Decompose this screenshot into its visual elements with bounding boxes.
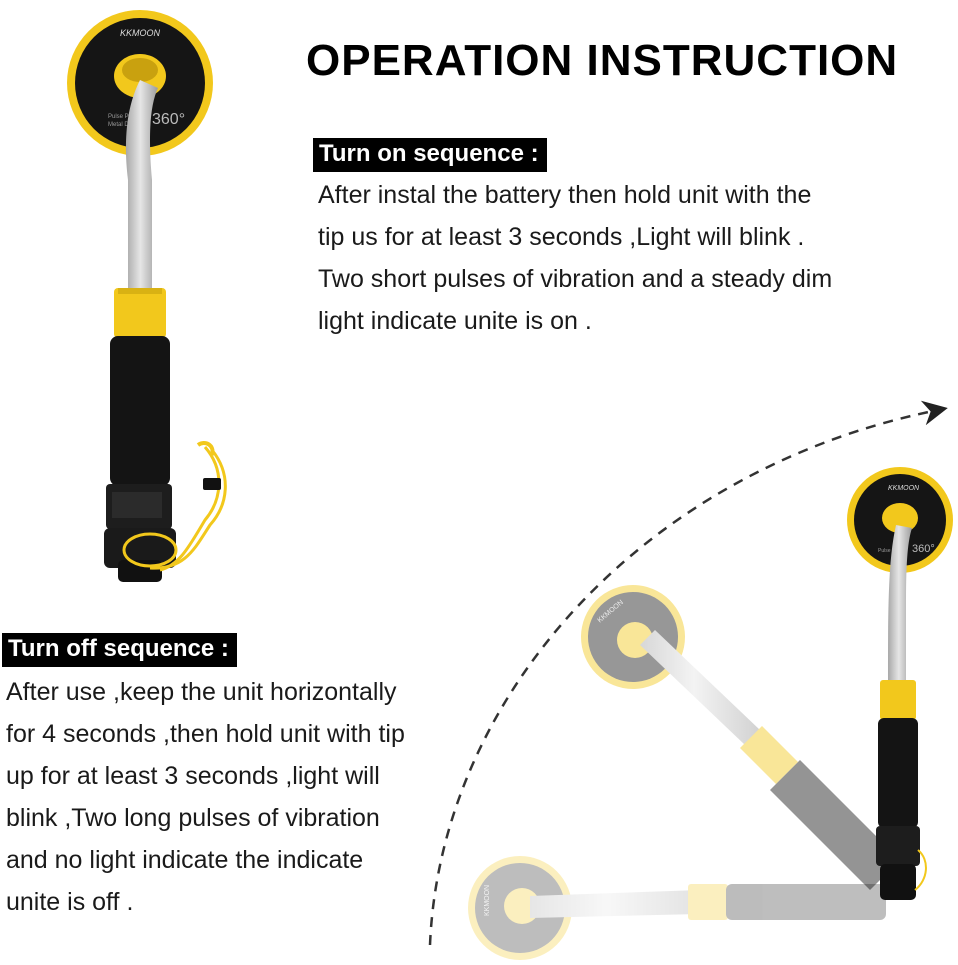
turn-off-line: for 4 seconds ,then hold unit with tip	[6, 720, 405, 748]
turn-off-line: After use ,keep the unit horizontally	[6, 678, 397, 706]
turn-off-label: Turn off sequence :	[2, 633, 237, 667]
turn-off-line: and no light indicate the indicate	[6, 846, 364, 874]
brand-text: KKMOON	[120, 28, 161, 38]
svg-text:Pulse Pi: Pulse Pi	[108, 114, 130, 120]
turn-off-line: unite is off .	[6, 888, 134, 916]
turn-on-line: tip us for at least 3 seconds ,Light wil…	[318, 223, 805, 251]
turn-off-instructions: After use ,keep the unit horizontally fo…	[6, 671, 405, 923]
page-title: OPERATION INSTRUCTION	[306, 36, 899, 85]
turn-on-line: After instal the battery then hold unit …	[318, 181, 812, 209]
svg-text:360°: 360°	[152, 111, 185, 128]
turn-on-line: light indicate unite is on .	[318, 307, 592, 335]
turn-off-line: blink ,Two long pulses of vibration	[6, 804, 380, 832]
detector-upright: KKMOON Pulse Pi 360°	[847, 467, 953, 900]
detector-diagonal-faded: KKMOON	[581, 585, 900, 890]
detector-main: KKMOON Pulse Pi Metal D 360°	[67, 10, 227, 582]
turn-on-label: Turn on sequence :	[313, 138, 547, 172]
svg-text:Pulse Pi: Pulse Pi	[878, 548, 896, 554]
svg-text:KKMOON: KKMOON	[484, 885, 491, 916]
turn-on-line: Two short pulses of vibration and a stea…	[318, 265, 833, 293]
svg-text:360°: 360°	[912, 543, 935, 555]
turn-off-line: up for at least 3 seconds ,light will	[6, 762, 380, 790]
rotation-arc	[428, 400, 948, 946]
svg-text:KKMOON: KKMOON	[888, 485, 920, 492]
turn-on-instructions: After instal the battery then hold unit …	[318, 174, 832, 342]
svg-text:Metal D: Metal D	[108, 122, 129, 128]
detector-horizontal-faded: KKMOON	[468, 856, 886, 960]
